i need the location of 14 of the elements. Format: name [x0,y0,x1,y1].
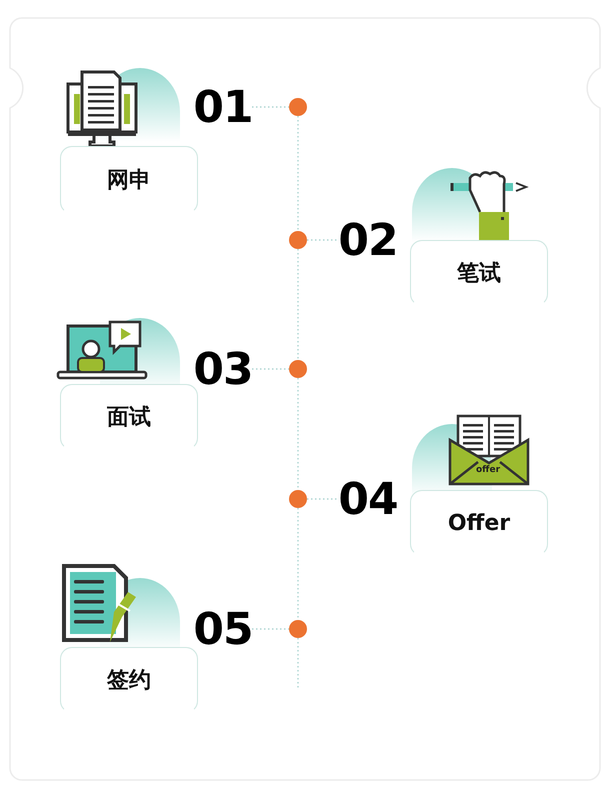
envelope-label: offer [476,465,500,476]
step-number: 01 [194,85,252,129]
dotted-connector [252,368,289,370]
step-number: 02 [338,218,398,262]
dotted-connector [297,378,299,490]
dotted-connector [252,628,289,630]
dotted-connector [297,249,299,360]
dotted-connector [252,106,289,108]
dotted-connector [297,638,299,690]
dotted-connector [297,116,299,231]
step-number: 04 [338,477,398,521]
dotted-connector [307,498,338,500]
dotted-connector [307,239,338,241]
dotted-connector [297,508,299,620]
